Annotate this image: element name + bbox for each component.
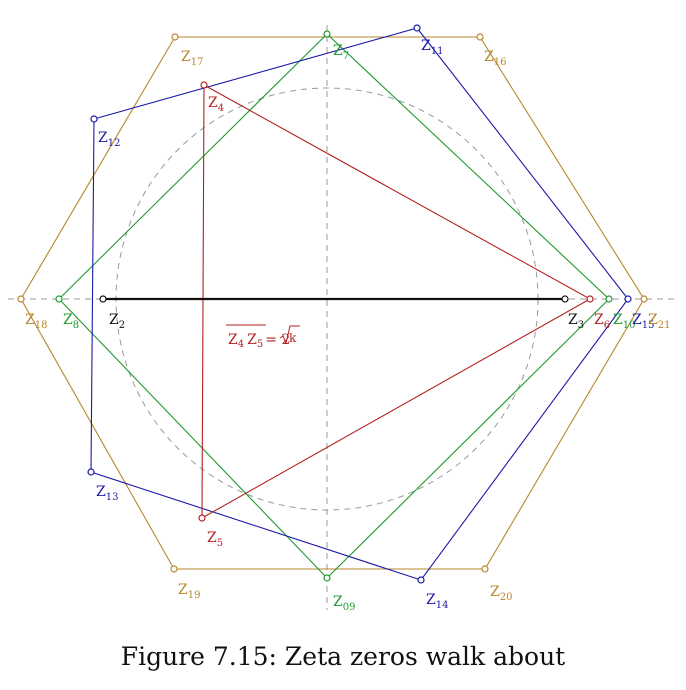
label-z14: Z14 [426, 592, 448, 611]
label-z4-subscript: 4 [218, 103, 224, 114]
label-z5-subscript: 5 [217, 538, 223, 549]
green-diamond [58, 33, 610, 579]
label-z11: Z11 [421, 38, 443, 57]
point-z17 [171, 33, 179, 41]
point-z16 [476, 33, 484, 41]
label-z09-letter: Z [333, 594, 343, 610]
label-z11-subscript: 11 [431, 46, 444, 57]
point-z5 [198, 514, 206, 522]
point-z21 [640, 295, 648, 303]
label-z6-letter: Z [594, 312, 604, 328]
label-z11-letter: Z [421, 38, 431, 54]
label-z18: Z18 [25, 312, 47, 331]
label-z5: Z5 [207, 530, 223, 549]
formula-z5-sub: 5 [257, 339, 263, 350]
radical-sign [279, 325, 300, 345]
label-z4: Z4 [208, 95, 224, 114]
blue-quadrilateral [90, 27, 629, 581]
label-z13-subscript: 13 [106, 492, 119, 503]
label-z19: Z19 [178, 582, 200, 601]
formula-z4-sub: 4 [238, 339, 244, 350]
label-z12-subscript: 12 [108, 138, 121, 149]
point-z13 [87, 468, 95, 476]
point-z11 [413, 24, 421, 32]
label-z12: Z12 [98, 130, 120, 149]
point-z7 [323, 30, 331, 38]
label-z3-subscript: 3 [578, 320, 584, 331]
point-z20 [481, 565, 489, 573]
label-z10: Z10 [613, 312, 635, 331]
label-z14-letter: Z [426, 592, 436, 608]
point-z19 [170, 565, 178, 573]
label-z2: Z2 [109, 312, 125, 331]
label-z8-letter: Z [63, 312, 73, 328]
formula-z5: Z [247, 332, 257, 348]
label-z12-letter: Z [98, 130, 108, 146]
label-z15-subscript: 15 [642, 320, 655, 331]
point-z10 [605, 295, 613, 303]
figure-caption: Figure 7.15: Zeta zeros walk about [120, 642, 566, 671]
label-z16-letter: Z [484, 49, 494, 65]
label-z16-subscript: 16 [494, 57, 507, 68]
label-z4-letter: Z [208, 95, 218, 111]
point-z2 [99, 295, 107, 303]
label-z2-letter: Z [109, 312, 119, 328]
label-z19-letter: Z [178, 582, 188, 598]
label-z09: Z09 [333, 594, 355, 613]
point-z8 [55, 295, 63, 303]
label-z15: Z15 [632, 312, 654, 331]
label-z2-subscript: 2 [119, 320, 125, 331]
label-z16: Z16 [484, 49, 506, 68]
radicand: k [289, 331, 297, 345]
point-z15 [624, 295, 632, 303]
label-z10-subscript: 10 [623, 320, 636, 331]
point-z4 [200, 81, 208, 89]
label-z8-subscript: 8 [73, 320, 79, 331]
label-z17: Z17 [181, 49, 203, 68]
label-z20-letter: Z [490, 584, 500, 600]
label-z7-letter: Z [333, 43, 343, 59]
label-z09-subscript: 09 [343, 602, 356, 613]
label-z13: Z13 [96, 484, 118, 503]
point-z18 [17, 295, 25, 303]
label-z21: Z21 [648, 312, 670, 331]
label-z20: Z20 [490, 584, 512, 603]
label-z3-letter: Z [568, 312, 578, 328]
label-z7: Z7 [333, 43, 349, 62]
gold-hexagon [20, 36, 645, 570]
point-z3 [561, 295, 569, 303]
label-z15-letter: Z [632, 312, 642, 328]
point-z12 [90, 115, 98, 123]
point-z09 [323, 574, 331, 582]
label-z13-letter: Z [96, 484, 106, 500]
label-z6: Z6 [594, 312, 610, 331]
label-z17-subscript: 17 [191, 57, 204, 68]
label-z6-subscript: 6 [604, 320, 610, 331]
label-z18-letter: Z [25, 312, 35, 328]
label-z21-subscript: 21 [658, 320, 671, 331]
label-z5-letter: Z [207, 530, 217, 546]
label-z3: Z3 [568, 312, 584, 331]
formula-z4: Z [228, 332, 238, 348]
label-z21-letter: Z [648, 312, 658, 328]
label-z10-letter: Z [613, 312, 623, 328]
label-z7-subscript: 7 [343, 51, 349, 62]
point-z14 [417, 576, 425, 584]
formula-equals: = 2 [265, 332, 290, 348]
red-triangle [201, 84, 592, 519]
label-z8: Z8 [63, 312, 79, 331]
zero-markers [17, 24, 648, 584]
label-z18-subscript: 18 [35, 320, 48, 331]
label-z20-subscript: 20 [500, 592, 513, 603]
label-z14-subscript: 14 [436, 600, 449, 611]
point-z6 [586, 295, 594, 303]
label-z17-letter: Z [181, 49, 191, 65]
label-z19-subscript: 19 [188, 590, 201, 601]
